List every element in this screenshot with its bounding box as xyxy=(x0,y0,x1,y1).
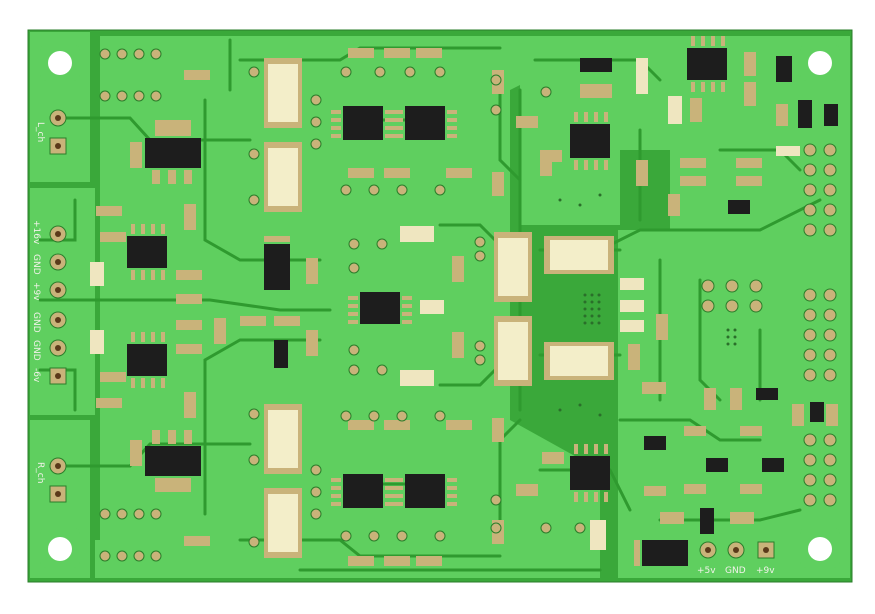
ic-chip-icon xyxy=(642,540,688,566)
drill-holes xyxy=(55,115,769,553)
ic-chip-icon xyxy=(127,236,167,268)
ic-chip-icon xyxy=(145,120,201,184)
ic-chip-icon xyxy=(264,244,290,290)
ic-chip-icon xyxy=(360,292,400,324)
ic-chip-icon xyxy=(570,124,610,158)
ic-chip-icon xyxy=(127,344,167,376)
small-smd-parts xyxy=(90,48,838,566)
ic-chip-icon xyxy=(687,48,727,80)
ic-chip-icon xyxy=(405,474,445,508)
ic-pins xyxy=(131,36,725,566)
label-gnd-2: GND xyxy=(31,312,41,333)
ic-chips xyxy=(127,48,727,566)
through-hole-pad-icon xyxy=(99,48,111,60)
label-plus16v: +16v xyxy=(31,220,41,245)
ic-chip-icon xyxy=(343,474,383,508)
label-gnd-1: GND xyxy=(31,254,41,275)
label-r-ch: R_ch xyxy=(35,462,45,483)
ic-chip-icon xyxy=(145,430,201,492)
mounting-holes xyxy=(40,45,840,568)
label-gnd-bottom: GND xyxy=(725,566,746,576)
silkscreen-labels: L_ch R_ch +16v GND +9v GND GND -6v +5v G… xyxy=(31,122,775,576)
label-l-ch: L_ch xyxy=(35,122,45,142)
via-dots xyxy=(558,193,737,417)
ic-chip-icon xyxy=(570,456,610,490)
ic-chip-icon xyxy=(343,106,383,140)
label-plus9v: +9v xyxy=(31,282,41,301)
large-capacitors xyxy=(264,58,614,558)
label-plus5v: +5v xyxy=(697,566,716,576)
ic-chip-icon xyxy=(405,106,445,140)
label-minus6v: -6v xyxy=(31,368,41,383)
through-hole-pads xyxy=(99,48,763,562)
label-plus9v-bottom: +9v xyxy=(756,566,775,576)
pin-header xyxy=(803,143,837,507)
label-gnd-3: GND xyxy=(31,340,41,361)
